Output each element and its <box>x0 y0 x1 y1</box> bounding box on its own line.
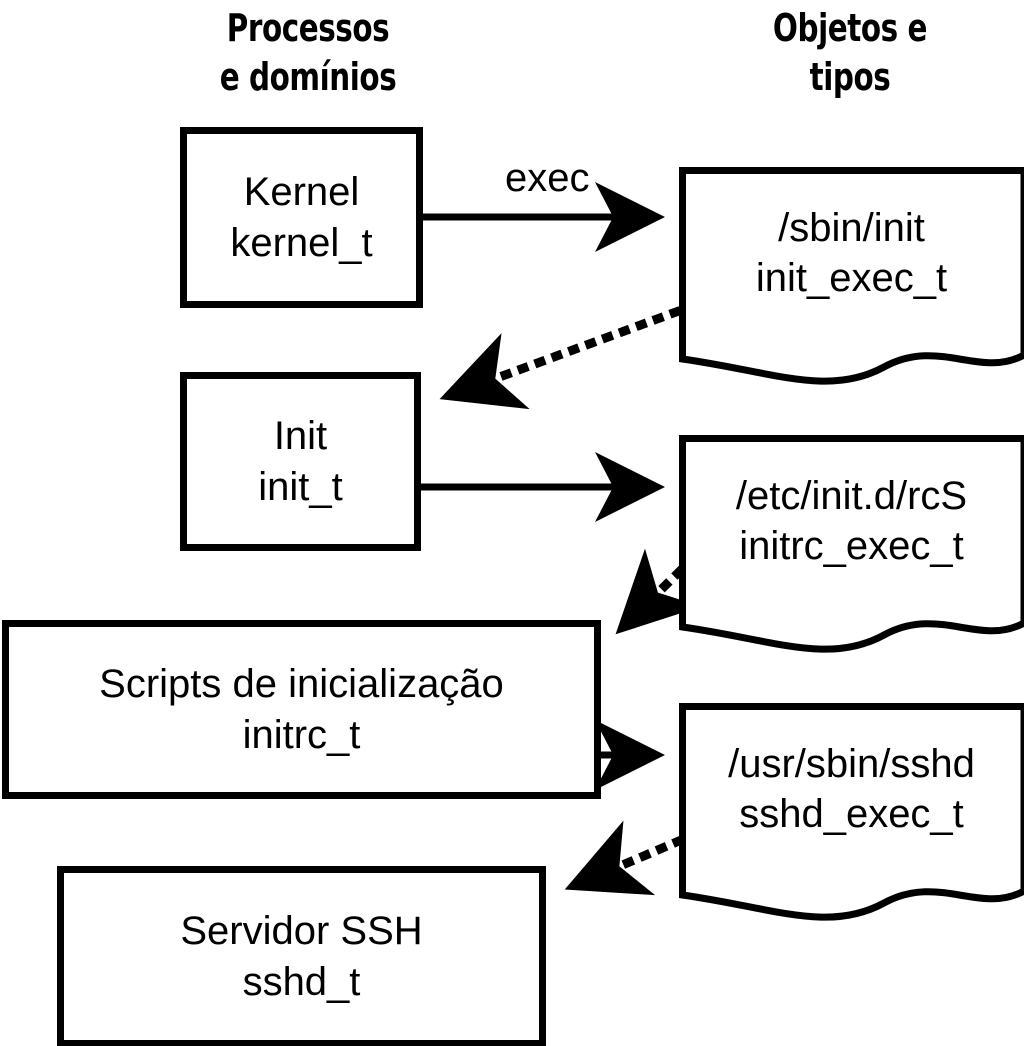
object-type-sshd-exec: sshd_exec_t <box>739 792 964 836</box>
process-box-sshd[interactable]: Servidor SSH sshd_t <box>57 866 546 1046</box>
process-type-sshd: sshd_t <box>242 959 361 1004</box>
arrow-initexec-transition-init <box>439 306 682 410</box>
document-shape-init-exec <box>679 167 1024 385</box>
column-heading-objects: Objetos e tipos <box>772 6 928 99</box>
object-doc-initrc-exec[interactable]: /etc/init.d/rcS initrc_exec_t <box>679 435 1024 655</box>
object-doc-sshd-exec[interactable]: /usr/sbin/sshd sshd_exec_t <box>679 703 1024 923</box>
process-box-initrc[interactable]: Scripts de inicialização initrc_t <box>2 620 601 799</box>
process-type-kernel: kernel_t <box>230 220 373 265</box>
edge-label-exec: exec <box>505 156 590 200</box>
arrow-initrcexec-transition-initrc <box>615 548 702 635</box>
column-heading-processes: Processos e domínios <box>219 6 397 99</box>
process-box-init[interactable]: Init init_t <box>180 372 421 551</box>
process-name-kernel: Kernel <box>243 170 360 215</box>
object-path-initrc-exec: /etc/init.d/rcS <box>735 474 968 518</box>
process-box-kernel[interactable]: Kernel kernel_t <box>180 127 423 308</box>
process-type-initrc: initrc_t <box>242 712 361 757</box>
object-type-init-exec: init_exec_t <box>755 256 948 300</box>
document-shape-initrc-exec <box>679 435 1024 653</box>
arrow-sshdexec-transition-sshd <box>564 820 685 896</box>
object-doc-init-exec[interactable]: /sbin/init init_exec_t <box>679 167 1024 387</box>
process-type-init: init_t <box>258 464 343 509</box>
process-name-init: Init <box>273 414 328 459</box>
process-name-sshd: Servidor SSH <box>180 909 423 954</box>
process-name-initrc: Scripts de inicialização <box>99 662 504 707</box>
object-path-init-exec: /sbin/init <box>778 206 925 250</box>
document-shape-sshd-exec <box>679 703 1024 921</box>
object-path-sshd-exec: /usr/sbin/sshd <box>728 742 975 786</box>
object-type-initrc-exec: initrc_exec_t <box>739 524 964 568</box>
